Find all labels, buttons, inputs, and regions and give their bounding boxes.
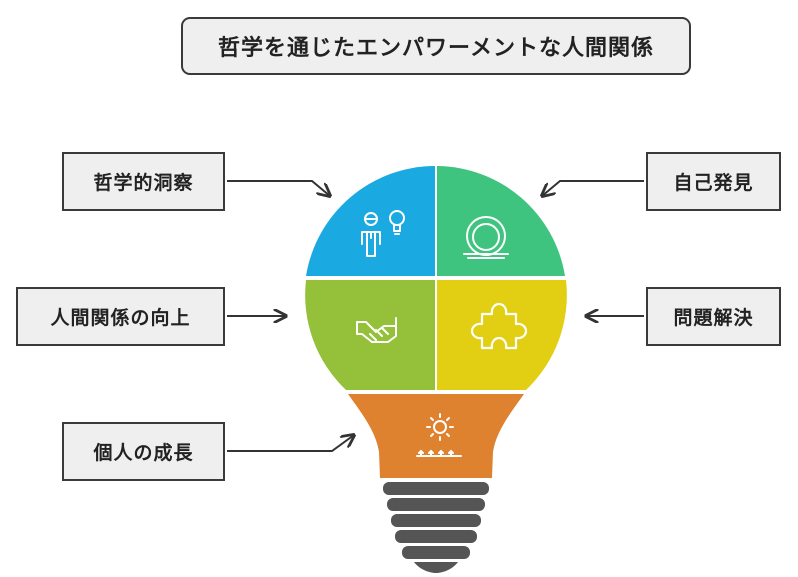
label-box-philosophical-insight: 哲学的洞察 [62,152,225,211]
label-problem-solving: 問題解決 [673,307,754,329]
sunrise-sprout-icon [416,413,462,457]
segment-orange [348,394,524,478]
label-personal-growth: 個人の成長 [93,442,194,464]
segment-yellow [437,280,567,390]
label-box-problem-solving: 問題解決 [646,287,781,346]
segment-green [437,166,565,276]
segment-blue [306,166,435,276]
label-box-self-discovery: 自己発見 [646,152,781,211]
arrow-self-discovery [542,180,644,196]
label-box-relationship-improvement: 人間関係の向上 [16,287,225,346]
person-lightbulb-icon [361,210,405,257]
arrow-personal-growth [227,435,354,452]
label-box-personal-growth: 個人の成長 [62,422,225,481]
puzzle-icon [470,302,528,350]
title-box: 哲学を通じたエンパワーメントな人間関係 [181,17,691,75]
label-self-discovery: 自己発見 [673,172,754,194]
bulb-base [383,482,489,573]
label-relationship-improvement: 人間関係の向上 [50,307,191,329]
diagram-title: 哲学を通じたエンパワーメントな人間関係 [217,36,655,61]
label-philosophical-insight: 哲学的洞察 [93,172,194,194]
handshake-icon [356,317,397,343]
arrow-philosophical-insight [227,180,330,196]
mirror-icon [463,216,509,259]
